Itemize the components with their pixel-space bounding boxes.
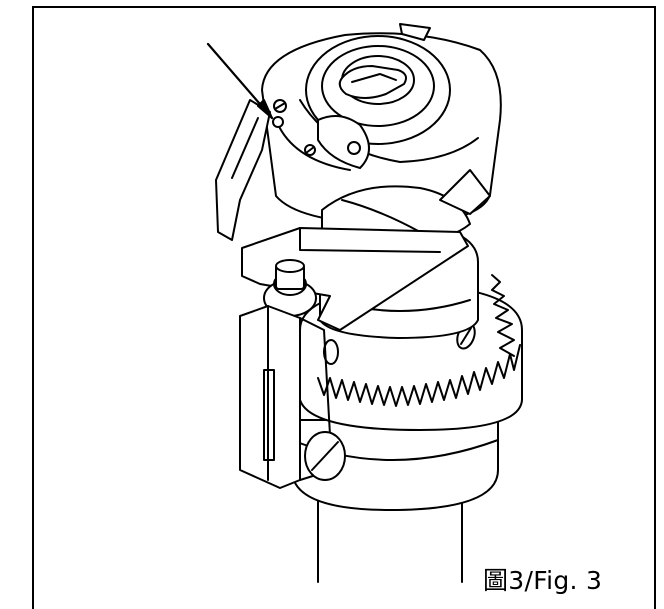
pointer-arrow [208,44,272,118]
vertical-bracket [240,306,345,488]
lower-collar [292,420,498,510]
position-finger [242,228,468,330]
figure-caption: 圖3/Fig. 3 [483,566,603,595]
left-flange [216,100,270,240]
figure-frame [32,6,656,609]
